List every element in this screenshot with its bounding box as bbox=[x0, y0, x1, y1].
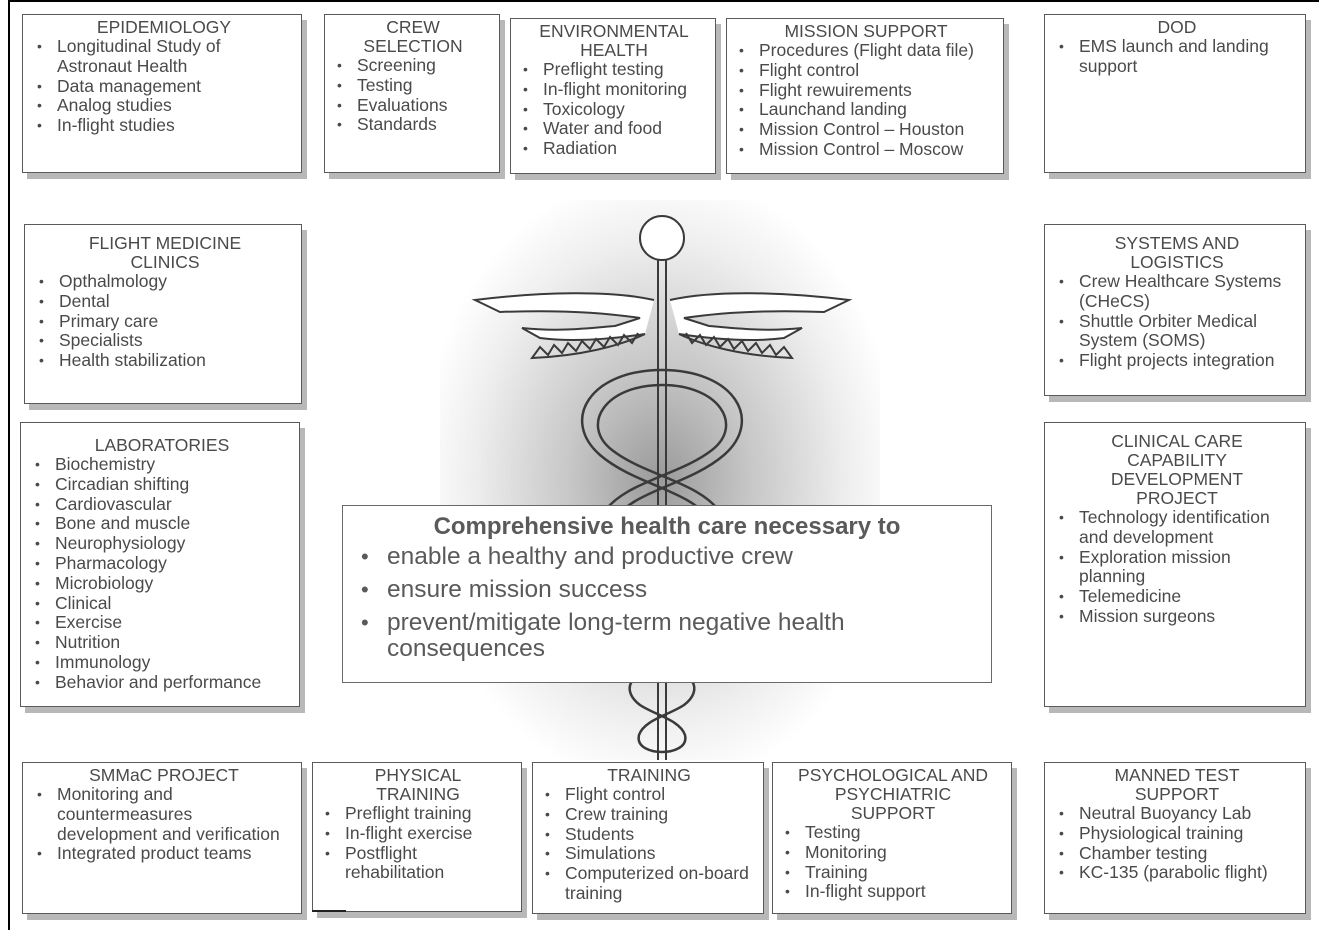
box-laboratories: LABORATORIES Biochemistry Circadian shif… bbox=[20, 422, 300, 707]
list-item: Water and food bbox=[521, 119, 707, 139]
list-item: Specialists bbox=[37, 331, 293, 351]
list-item: Students bbox=[543, 824, 755, 845]
box-mission-support: MISSION SUPPORT Procedures (Flight data … bbox=[726, 18, 1004, 174]
list-item: Mission Control – Moscow bbox=[737, 139, 995, 160]
box-clinical-care: CLINICAL CARE CAPABILITY DEVELOPMENT PRO… bbox=[1044, 422, 1306, 707]
list-item: Procedures (Flight data file) bbox=[737, 40, 995, 61]
list-item: Telemedicine bbox=[1057, 586, 1297, 607]
box-title: MISSION SUPPORT bbox=[784, 21, 948, 41]
list-item: Radiation bbox=[521, 138, 707, 159]
list-item: Crew training bbox=[543, 804, 755, 825]
box-manned-test-support: MANNED TEST SUPPORT Neutral Buoyancy Lab… bbox=[1044, 762, 1306, 914]
box-title: CLINICAL CARE CAPABILITY DEVELOPMENT PRO… bbox=[1110, 431, 1244, 508]
center-list-item: prevent/mitigate long-term negative heal… bbox=[361, 610, 973, 662]
box-title: MANNED TEST SUPPORT bbox=[1114, 765, 1240, 804]
list-item: Flight projects integration bbox=[1057, 350, 1297, 371]
box-title: PSYCHOLOGICAL AND PSYCHIATRIC SUPPORT bbox=[798, 765, 988, 823]
box-flight-medicine: FLIGHT MEDICINE CLINICS Opthalmology Den… bbox=[24, 224, 302, 404]
box-title: SMMaC PROJECT bbox=[89, 765, 239, 785]
list-item: Computerized on-board training bbox=[543, 863, 755, 904]
list-item: Flight control bbox=[543, 784, 755, 805]
center-list-item: enable a healthy and productive crew bbox=[361, 544, 973, 571]
list-item: Postflight rehabilitation bbox=[323, 843, 513, 884]
list-item: Cardiovascular bbox=[33, 494, 291, 515]
box-smmac-project: SMMaC PROJECT Monitoring and countermeas… bbox=[22, 762, 302, 914]
list-item: Launchand landing bbox=[737, 100, 995, 120]
caduceus-icon bbox=[471, 215, 853, 760]
list-item: Exploration mission planning bbox=[1057, 547, 1297, 588]
list-item: Nutrition bbox=[33, 632, 291, 653]
list-item: In-flight exercise bbox=[323, 823, 513, 844]
list-item: Exercise bbox=[33, 613, 291, 633]
box-environmental-health: ENVIRONMENTAL HEALTH Preflight testing I… bbox=[510, 18, 716, 174]
frame-left-border bbox=[8, 0, 10, 930]
list-item: Preflight testing bbox=[521, 59, 707, 80]
list-item: Flight rewuirements bbox=[737, 80, 995, 101]
box-title: SYSTEMS AND LOGISTICS bbox=[1114, 233, 1240, 272]
list-item: Primary care bbox=[37, 311, 293, 332]
list-item: Longitudinal Study of Astronaut Health bbox=[35, 36, 293, 77]
box-title: FLIGHT MEDICINE CLINICS bbox=[88, 233, 242, 272]
box-title: CREW SELECTION bbox=[363, 17, 463, 56]
box-title: TRAINING bbox=[607, 765, 691, 785]
list-item: Toxicology bbox=[521, 99, 707, 120]
list-item: Physiological training bbox=[1057, 823, 1297, 844]
list-item: Behavior and performance bbox=[33, 672, 291, 693]
list-item: Crew Healthcare Systems (CHeCS) bbox=[1057, 271, 1297, 312]
list-item: Analog studies bbox=[35, 96, 293, 116]
list-item: Mission Control – Houston bbox=[737, 119, 995, 140]
box-epidemiology: EPIDEMIOLOGY Longitudinal Study of Astro… bbox=[22, 14, 302, 173]
list-item: KC-135 (parabolic flight) bbox=[1057, 863, 1297, 883]
box-title: EPIDEMIOLOGY bbox=[96, 17, 232, 37]
list-item: EMS launch and landing support bbox=[1057, 36, 1297, 77]
center-list-item: ensure mission success bbox=[361, 577, 973, 604]
list-item: Simulations bbox=[543, 844, 755, 864]
list-item: Opthalmology bbox=[37, 271, 293, 292]
box-physical-training: PHYSICAL TRAINING Preflight training In-… bbox=[312, 762, 522, 912]
box-training: TRAINING Flight control Crew training St… bbox=[532, 762, 764, 914]
list-item: In-flight support bbox=[783, 882, 1003, 902]
list-item: Health stabilization bbox=[37, 350, 293, 371]
list-item: Flight control bbox=[737, 60, 995, 81]
list-item: Pharmacology bbox=[33, 553, 291, 574]
list-item: Neutral Buoyancy Lab bbox=[1057, 803, 1297, 824]
box-title: ENVIRONMENTAL HEALTH bbox=[539, 21, 689, 60]
list-item: Biochemistry bbox=[33, 454, 291, 475]
box-dod: DOD EMS launch and landing support bbox=[1044, 14, 1306, 173]
list-item: Shuttle Orbiter Medical System (SOMS) bbox=[1057, 311, 1297, 352]
list-item: Preflight training bbox=[323, 803, 513, 824]
list-item: Testing bbox=[335, 75, 491, 96]
center-title: Comprehensive health care necessary to bbox=[433, 513, 901, 540]
list-item: Circadian shifting bbox=[33, 474, 291, 495]
list-item: Standards bbox=[335, 115, 491, 135]
list-item: Dental bbox=[37, 291, 293, 312]
list-item: Microbiology bbox=[33, 573, 291, 594]
box-systems-logistics: SYSTEMS AND LOGISTICS Crew Healthcare Sy… bbox=[1044, 224, 1306, 396]
box-psychological-support: PSYCHOLOGICAL AND PSYCHIATRIC SUPPORT Te… bbox=[772, 762, 1012, 914]
list-item: Evaluations bbox=[335, 95, 491, 116]
list-item: Data management bbox=[35, 76, 293, 97]
list-item: Immunology bbox=[33, 652, 291, 673]
list-item: Monitoring and countermeasures developme… bbox=[35, 784, 293, 844]
list-item: In-flight monitoring bbox=[521, 79, 707, 100]
center-statement: Comprehensive health care necessary to e… bbox=[342, 505, 992, 683]
list-item: Neurophysiology bbox=[33, 533, 291, 554]
list-item: Integrated product teams bbox=[35, 844, 293, 864]
list-item: Testing bbox=[783, 822, 1003, 843]
list-item: Bone and muscle bbox=[33, 514, 291, 534]
box-title: DOD bbox=[1157, 17, 1197, 37]
list-item: In-flight studies bbox=[35, 115, 293, 136]
list-item: Monitoring bbox=[783, 842, 1003, 863]
list-item: Screening bbox=[335, 55, 491, 76]
divider bbox=[312, 910, 346, 912]
frame-top-border bbox=[8, 0, 1319, 2]
list-item: Training bbox=[783, 862, 1003, 883]
box-title: LABORATORIES bbox=[94, 435, 230, 455]
list-item: Mission surgeons bbox=[1057, 606, 1297, 627]
list-item: Clinical bbox=[33, 593, 291, 614]
box-title: PHYSICAL TRAINING bbox=[374, 765, 462, 804]
box-crew-selection: CREW SELECTION Screening Testing Evaluat… bbox=[324, 14, 500, 173]
list-item: Chamber testing bbox=[1057, 843, 1297, 864]
list-item: Technology identification and developmen… bbox=[1057, 507, 1297, 548]
